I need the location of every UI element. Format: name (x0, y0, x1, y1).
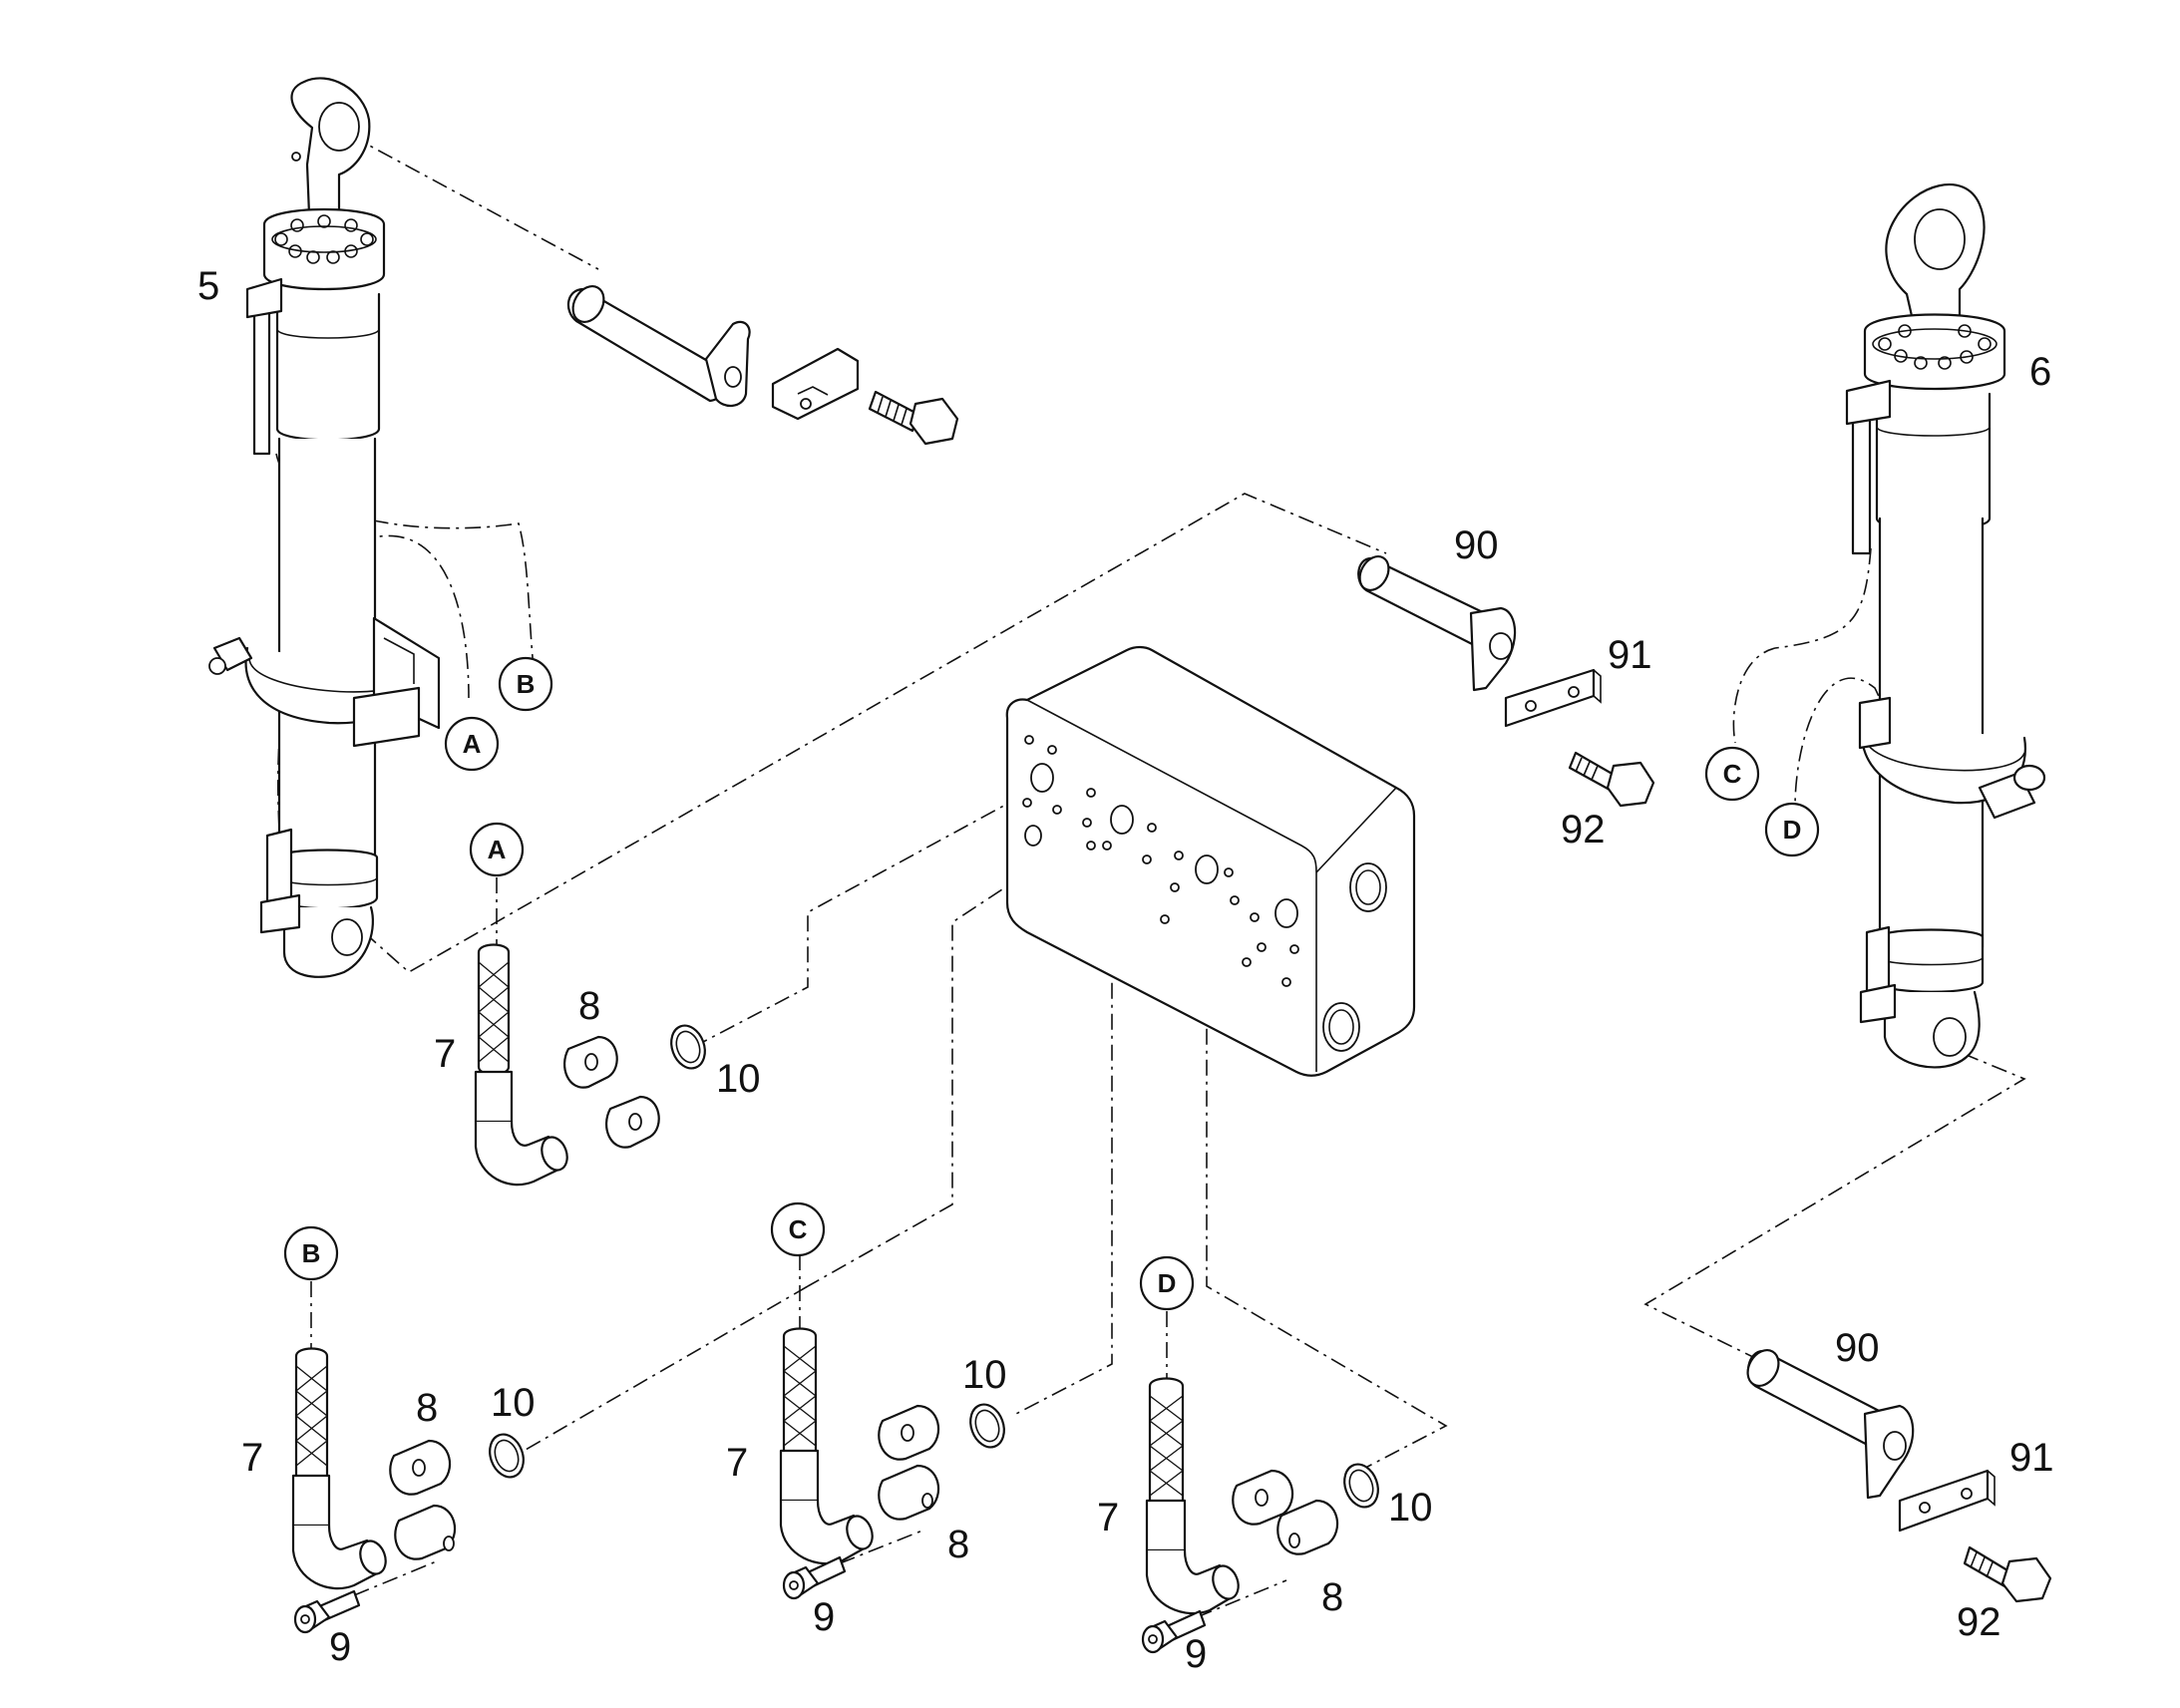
label-cylinder-left: 5 (197, 264, 219, 308)
callout-d-hose: D (1139, 1255, 1195, 1311)
label-hose-a: 7 (434, 1032, 456, 1076)
callout-a-hose-text: A (488, 835, 507, 864)
label-cylinder-right: 6 (2029, 350, 2051, 394)
callout-b-left-text: B (517, 669, 536, 699)
label-flange-c: 8 (947, 1523, 969, 1566)
label-flange-d: 8 (1321, 1575, 1343, 1619)
label-oring-a: 10 (716, 1057, 761, 1101)
label-bolt-top: 92 (1561, 808, 1606, 852)
label-screw-c: 9 (813, 1595, 835, 1639)
label-hose-b: 7 (241, 1436, 263, 1480)
hose-group-d (1141, 1377, 1379, 1654)
callout-b-left: B (498, 656, 553, 712)
label-screw-b: 9 (329, 1625, 351, 1669)
hose-group-a (474, 943, 706, 1187)
callout-d-right: D (1764, 802, 1820, 857)
label-plate-top: 91 (1608, 633, 1652, 677)
callout-b-hose: B (283, 1225, 339, 1281)
label-oring-d: 10 (1388, 1486, 1433, 1530)
callout-c-hose-text: C (789, 1214, 808, 1244)
callout-a-hose: A (469, 822, 525, 877)
top-right-pin-assembly (1357, 555, 1655, 808)
callout-c-right: C (1704, 746, 1760, 802)
valve-block (1005, 645, 1416, 1077)
label-flange-b: 8 (416, 1386, 438, 1430)
label-bolt-bottom: 92 (1957, 1600, 2001, 1644)
callout-a-left-text: A (463, 729, 482, 759)
callout-a-left: A (444, 716, 500, 772)
callout-c-right-text: C (1723, 759, 1742, 789)
bottom-right-pin-assembly (1746, 1349, 2052, 1603)
label-oring-c: 10 (962, 1353, 1007, 1397)
label-screw-d: 9 (1185, 1632, 1207, 1676)
right-cylinder (1845, 183, 2046, 1069)
callout-d-hose-text: D (1158, 1268, 1177, 1298)
top-pin-assembly (566, 285, 959, 446)
label-pin-top: 90 (1454, 523, 1499, 567)
callout-b-hose-text: B (302, 1238, 321, 1268)
label-flange-a: 8 (578, 984, 600, 1028)
label-plate-bottom: 91 (2009, 1436, 2054, 1480)
left-cylinder (208, 77, 441, 978)
callout-d-right-text: D (1783, 815, 1802, 845)
callout-c-hose: C (770, 1201, 826, 1257)
label-hose-d: 7 (1097, 1496, 1119, 1539)
label-oring-b: 10 (491, 1381, 536, 1425)
label-hose-c: 7 (726, 1441, 748, 1485)
label-pin-bottom: 90 (1835, 1326, 1880, 1370)
hose-group-b (291, 1347, 525, 1634)
leader-lines (275, 135, 2026, 1618)
hose-group-c (779, 1327, 1005, 1600)
